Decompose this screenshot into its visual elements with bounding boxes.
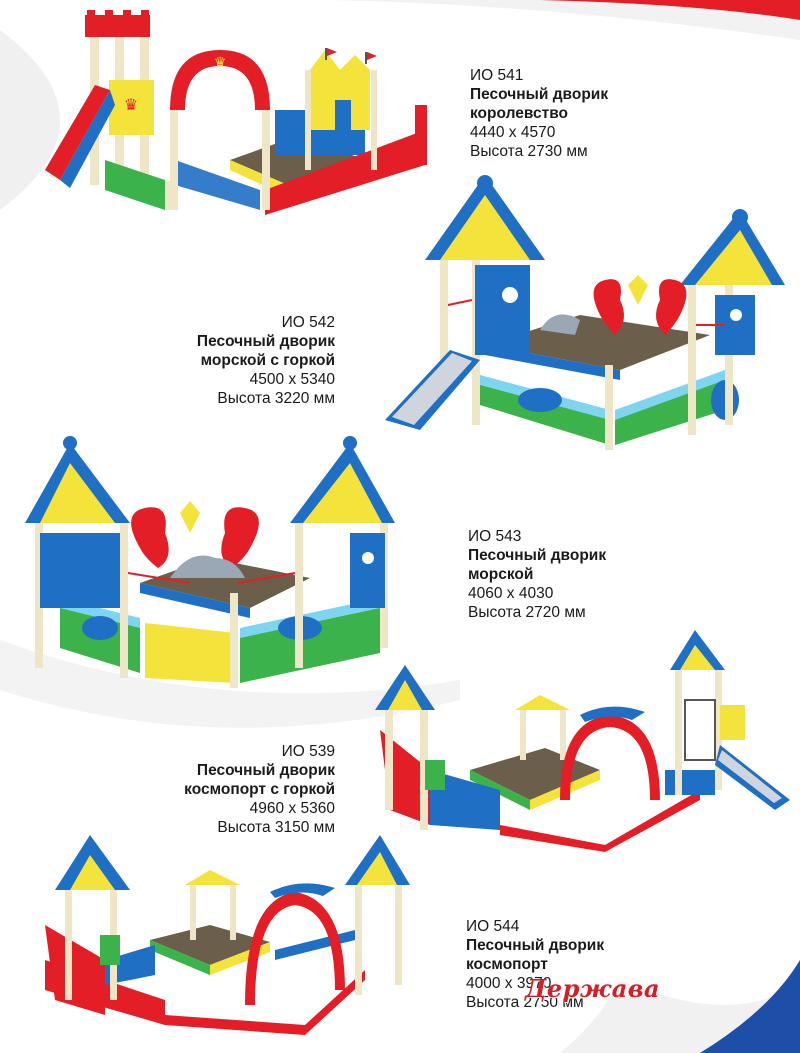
product-image-io539 bbox=[375, 630, 790, 852]
product-code: ИО 544 bbox=[466, 918, 520, 935]
product-code: ИО 541 bbox=[470, 67, 524, 84]
product-dimensions: 4500 х 5340 bbox=[249, 371, 335, 388]
product-dimensions: 4440 х 4570 bbox=[470, 124, 556, 141]
product-info-io543: ИО 543 Песочный дворик морской 4060 х 40… bbox=[468, 527, 606, 622]
product-image-io543 bbox=[25, 436, 395, 688]
product-code: ИО 543 bbox=[468, 528, 522, 545]
product-name-line: Песочный дворик bbox=[196, 333, 335, 350]
product-height: Высота 2730 мм bbox=[470, 143, 588, 160]
product-image-io542 bbox=[385, 175, 785, 450]
product-name-line: королевство bbox=[470, 105, 568, 122]
svg-text:♛: ♛ bbox=[124, 97, 138, 114]
brand-logo: Держава bbox=[525, 974, 661, 1003]
product-dimensions: 4000 х 3970 bbox=[466, 975, 552, 992]
product-height: Высота 3220 мм bbox=[217, 390, 335, 407]
product-name-line: Песочный дворик bbox=[470, 86, 609, 103]
product-name-line: морской bbox=[468, 566, 534, 583]
product-info-io541: ИО 541 Песочный дворик королевство 4440 … bbox=[470, 66, 608, 161]
product-image-io544 bbox=[45, 835, 410, 1035]
product-image-io541: ♛ ♛ bbox=[45, 10, 427, 215]
product-height: Высота 2750 мм bbox=[466, 994, 584, 1011]
product-name-line: космопорт bbox=[466, 956, 548, 973]
svg-text:♛: ♛ bbox=[214, 54, 227, 70]
product-name-line: Песочный дворик bbox=[468, 547, 607, 564]
product-name-line: морской с горкой bbox=[200, 352, 335, 369]
product-name-line: Песочный дворик bbox=[196, 762, 335, 779]
product-name-line: космопорт с горкой bbox=[184, 781, 335, 798]
product-code: ИО 539 bbox=[281, 743, 335, 760]
product-code: ИО 542 bbox=[281, 314, 335, 331]
product-info-io542: ИО 542 Песочный дворик морской с горкой … bbox=[197, 313, 335, 408]
product-height: Высота 2720 мм bbox=[468, 604, 586, 621]
product-dimensions: 4060 х 4030 bbox=[468, 585, 554, 602]
product-info-io544: ИО 544 Песочный дворик космопорт 4000 х … bbox=[466, 917, 604, 1012]
product-info-io539: ИО 539 Песочный дворик космопорт с горко… bbox=[184, 742, 335, 837]
product-name-line: Песочный дворик bbox=[466, 937, 605, 954]
product-height: Высота 3150 мм bbox=[217, 819, 335, 836]
product-dimensions: 4960 х 5360 bbox=[249, 800, 335, 817]
